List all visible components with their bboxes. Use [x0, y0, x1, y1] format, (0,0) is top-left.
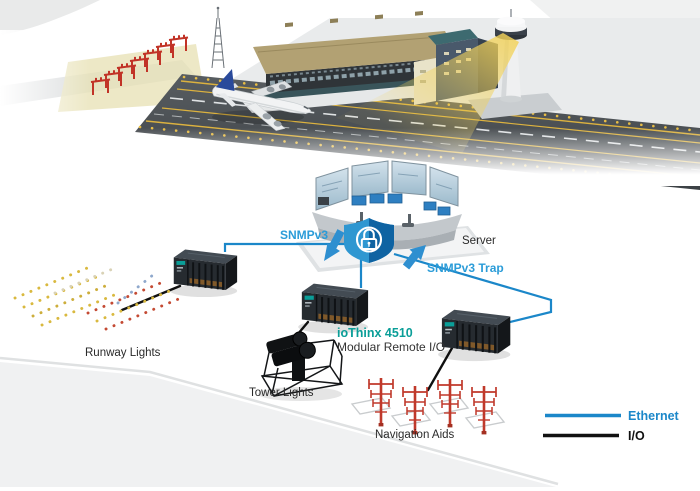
snmpv3-trap-arrow-icon	[402, 245, 426, 270]
io-line-1	[120, 284, 182, 312]
radio-mast-icon	[211, 6, 225, 69]
navigation-aids-label: Navigation Aids	[375, 429, 455, 441]
legend: Ethernet I/O	[543, 409, 680, 443]
snmpv3-arrow-icon	[324, 229, 345, 261]
server-label: Server	[462, 235, 496, 247]
shield-lock-icon	[344, 218, 394, 263]
iothinx-device-3	[437, 308, 512, 363]
legend-io-label: I/O	[628, 429, 645, 443]
airport-scene	[0, 0, 700, 190]
airplane-icon	[212, 69, 312, 131]
field-scene: SNMPv3 Server SNMPv3 Trap ioThinx 4510 M…	[0, 160, 559, 487]
tower-lights-label: Tower Lights	[249, 387, 314, 399]
runway-lights-label: Runway Lights	[85, 347, 161, 359]
control-tower-icon	[468, 9, 562, 119]
snmpv3-trap-label: SNMPv3 Trap	[427, 261, 504, 275]
light-beam	[336, 33, 519, 154]
snmpv3-label: SNMPv3	[280, 228, 328, 242]
ethernet-line-1	[223, 242, 363, 288]
device-name-label: ioThinx 4510	[337, 326, 413, 340]
device-desc-label: Modular Remote I/O	[337, 340, 445, 354]
ethernet-line-2	[393, 252, 553, 325]
legend-ethernet-label: Ethernet	[628, 409, 680, 423]
navigation-aids-icon	[350, 376, 506, 436]
runway-lights-icon	[13, 264, 183, 331]
iothinx-device-1	[169, 248, 239, 299]
tower-lights-icon	[258, 331, 344, 401]
